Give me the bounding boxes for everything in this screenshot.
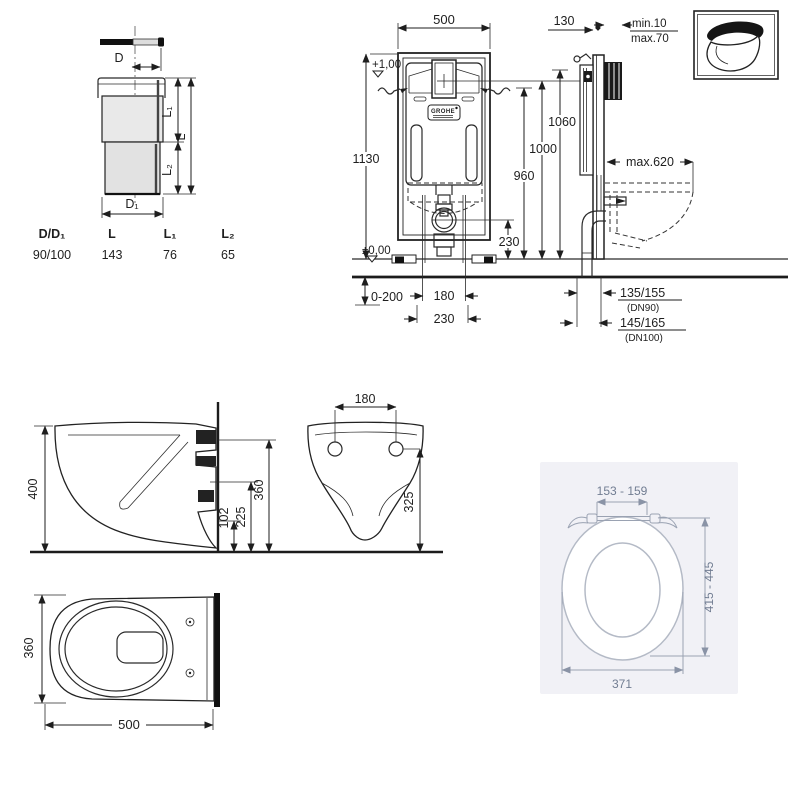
seat-hinge-wing-left (567, 516, 589, 529)
table-value-dd1: 90/100 (33, 248, 71, 262)
dim-l-label: L (174, 133, 188, 140)
wall-bar (214, 593, 220, 707)
seat-hinge-right (649, 513, 661, 524)
wall-hung-toilet-icon (706, 21, 764, 72)
seat-dimensions: 153 - 159 415 - 445 371 (561, 484, 716, 691)
seat-drawing (561, 513, 684, 661)
dim-outlet-dn100-note: (DN100) (625, 333, 663, 344)
bowl-side-dimensions: 400 102 225 360 (26, 425, 276, 553)
flush-plate-arrow-left (377, 87, 401, 95)
seat-hole-bottom (185, 668, 195, 678)
toilet-icon-box (693, 10, 779, 80)
pipe-lower-body (104, 141, 161, 195)
bowl-front-view (307, 421, 424, 541)
dim-outlet-dn100: 145/165 (620, 316, 665, 330)
frame-height-dimensions: 960 1000 1060 (509, 69, 581, 260)
bowl-side-view (54, 421, 218, 549)
dim-finish-max: max.70 (631, 33, 669, 45)
dim-h1060: 1060 (548, 115, 576, 129)
dim-seat-length: 415 - 445 (702, 561, 716, 612)
table-header-dd1: D/D₁ (39, 227, 66, 241)
dim-d-label: D (114, 51, 123, 65)
mount-block-2 (196, 456, 216, 466)
dim-finish-min: min.10 (632, 18, 667, 30)
dim-frame-height: 1130 (353, 152, 380, 166)
seat-dimensions-panel: 153 - 159 415 - 445 371 (540, 462, 738, 694)
dim-outlet-height: 225 (234, 507, 248, 528)
dim-fixing-span-outer: 230 (434, 312, 455, 326)
dim-d1-label: D₁ (125, 197, 138, 211)
plate-level-label: +1,00 (372, 59, 401, 71)
brand-logo-text: GROHE (431, 109, 455, 115)
pipe-collar (97, 77, 166, 98)
frame-front-dimensions: 500 1130 +1,00 ±0,00 0-200 180 (351, 12, 602, 326)
adapter-diagram: D D₁ L₁ L₂ L D/D₁ L L₁ L₂ 90/100 143 76 … (33, 26, 235, 262)
adapter-dimensions: D D₁ L₁ L₂ L (101, 48, 196, 218)
bowl-top-view (49, 593, 220, 707)
dim-l1-label: L₁ (160, 106, 174, 117)
installation-frame-diagram: GROHE (351, 10, 788, 344)
dim-foot-adjust: 0-200 (371, 290, 403, 304)
table-header-l1: L₁ (164, 227, 177, 241)
dim-top-width: 360 (22, 638, 36, 659)
floor-level-label: ±0,00 (362, 245, 391, 257)
table-value-l1: 76 (163, 248, 177, 262)
frame-side-dimensions: 130 min.10 max.70 max.620 (548, 14, 694, 344)
dim-frame-width: 500 (433, 12, 455, 27)
dim-top-height: 360 (252, 480, 266, 501)
pipe-upper-body (101, 95, 164, 143)
table-header-l2: L₂ (221, 227, 234, 241)
seat-diagram: 153 - 159 415 - 445 371 (561, 484, 716, 691)
inlet-rod-light (132, 38, 160, 46)
dashed-bowl-outline (605, 182, 694, 249)
dim-seat-width: 371 (612, 677, 632, 691)
dim-bowl-height: 400 (26, 479, 40, 500)
dim-outlet-dn90-note: (DN90) (627, 303, 659, 314)
dim-h960: 960 (514, 169, 535, 183)
table-value-l2: 65 (221, 248, 235, 262)
dim-l2-label: L₂ (160, 164, 174, 176)
mount-block-1 (196, 430, 216, 444)
dim-outlet-dn90: 135/155 (620, 286, 665, 300)
inlet-rod-dark (100, 39, 133, 45)
table-header-l: L (108, 227, 116, 241)
frame-side-view (573, 53, 627, 277)
grohe-badge: GROHE (427, 104, 461, 121)
dim-drain-height: 230 (499, 235, 520, 249)
mount-block-3 (198, 490, 214, 502)
dim-hinge-span: 153 - 159 (597, 484, 648, 498)
seat-hole-top (185, 617, 195, 627)
bowl-front-dimensions: 180 325 (334, 392, 424, 553)
seat-hinge-wing-right (656, 516, 678, 529)
dim-max-width: max.620 (626, 155, 674, 169)
dim-h1000: 1000 (529, 142, 557, 156)
dim-depth: 130 (554, 14, 575, 28)
bowl-outline-dashed (407, 182, 483, 203)
water-area (116, 631, 164, 664)
frame-feet (391, 254, 497, 264)
dim-fixing-span: 180 (434, 289, 455, 303)
flush-plate-arrow-right (487, 87, 511, 95)
drain-elbow (581, 210, 606, 259)
adapter-drawing (97, 26, 166, 204)
adapter-table: D/D₁ L L₁ L₂ 90/100 143 76 65 (33, 227, 235, 262)
seat-inner-opening (584, 542, 661, 638)
seat-hinge-left (586, 513, 598, 524)
inlet-rod-cap (158, 37, 164, 47)
dim-top-depth: 500 (118, 717, 140, 732)
bowl-top-dimensions: 360 500 (22, 594, 214, 732)
dim-inlet-height: 102 (217, 508, 231, 529)
dim-rim-height: 325 (402, 492, 416, 513)
dim-front-fixing-span: 180 (355, 392, 376, 406)
bowl-dimensions-diagram: 400 102 225 360 180 325 (22, 392, 443, 732)
table-value-l: 143 (102, 248, 123, 262)
